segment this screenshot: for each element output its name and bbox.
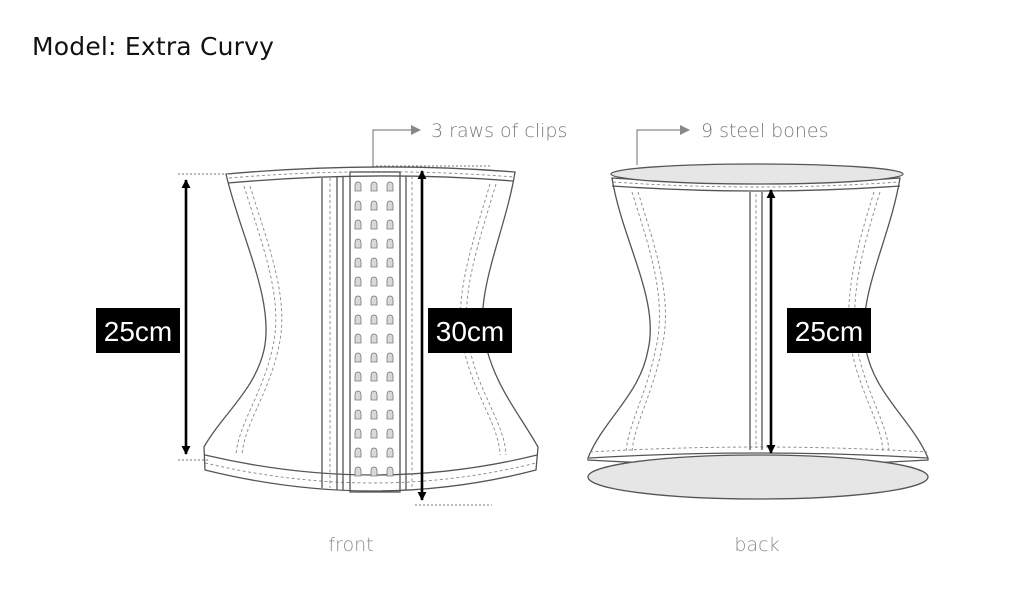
front-left-seam (235, 185, 277, 456)
clip-hook (386, 314, 394, 325)
clip-hook (386, 447, 394, 458)
back-callout-label: 9 steel bones (701, 120, 829, 142)
front-top-band (227, 175, 514, 184)
clip-hook (354, 238, 362, 249)
clip-hook (354, 333, 362, 344)
clip-hook (370, 352, 378, 363)
back-dim-label: 25cm (795, 316, 863, 347)
clip-hook (370, 257, 378, 268)
clip-hook (370, 390, 378, 401)
clip-hook (370, 466, 378, 477)
front-left-dim-label: 25cm (104, 316, 172, 347)
clip-hook (354, 409, 362, 420)
back-callout-line (636, 125, 690, 165)
clip-hook (370, 200, 378, 211)
clip-hook (386, 276, 394, 287)
front-right-dim-label: 30cm (436, 316, 504, 347)
back-dim-box (787, 308, 871, 353)
back-bottom-opening (587, 454, 929, 500)
clip-hook (354, 466, 362, 477)
clip-hook (354, 200, 362, 211)
clip-hook (354, 352, 362, 363)
clip-hook (370, 447, 378, 458)
back-top-opening (610, 163, 904, 185)
clip-hook (386, 428, 394, 439)
clip-hook (386, 409, 394, 420)
front-callout-line (372, 125, 421, 165)
clip-hook (386, 371, 394, 382)
clip-hook (354, 390, 362, 401)
clip-hook (386, 200, 394, 211)
clip-hook (386, 466, 394, 477)
clip-hook (354, 314, 362, 325)
clip-hook (354, 447, 362, 458)
clip-hook (354, 257, 362, 268)
front-left-dim-box (96, 308, 180, 353)
clip-hook (386, 238, 394, 249)
clip-hook (370, 371, 378, 382)
clip-hook (370, 238, 378, 249)
hook-and-eye-clips (354, 181, 394, 477)
page-title: Model: Extra Curvy (32, 32, 275, 61)
clip-hook (370, 276, 378, 287)
clip-hook (354, 428, 362, 439)
clip-hook (386, 333, 394, 344)
front-callout-label: 3 raws of clips (431, 120, 567, 142)
clip-hook (386, 257, 394, 268)
back-right-seam (854, 191, 890, 453)
clip-hook (354, 371, 362, 382)
clip-hook (386, 390, 394, 401)
clip-hook (354, 181, 362, 192)
clip-hook (386, 181, 394, 192)
clip-hook (370, 333, 378, 344)
clip-hook (370, 428, 378, 439)
front-right-seam (465, 183, 507, 456)
clip-hook (386, 352, 394, 363)
clip-hook (386, 219, 394, 230)
clip-hook (354, 219, 362, 230)
front-view-label: front (328, 534, 373, 556)
front-corset (178, 165, 539, 506)
back-left-seam (625, 191, 660, 453)
clip-hook (370, 181, 378, 192)
clip-hook (370, 409, 378, 420)
clip-hook (354, 276, 362, 287)
clip-hook (370, 314, 378, 325)
clip-hook (354, 295, 362, 306)
front-right-dim-box (428, 308, 512, 353)
back-view-label: back (734, 534, 779, 556)
clip-hook (370, 295, 378, 306)
back-corset (587, 163, 929, 500)
front-corset-outline (203, 166, 539, 492)
clip-hook (386, 295, 394, 306)
clip-hook (370, 219, 378, 230)
front-busk-panel (349, 171, 401, 493)
